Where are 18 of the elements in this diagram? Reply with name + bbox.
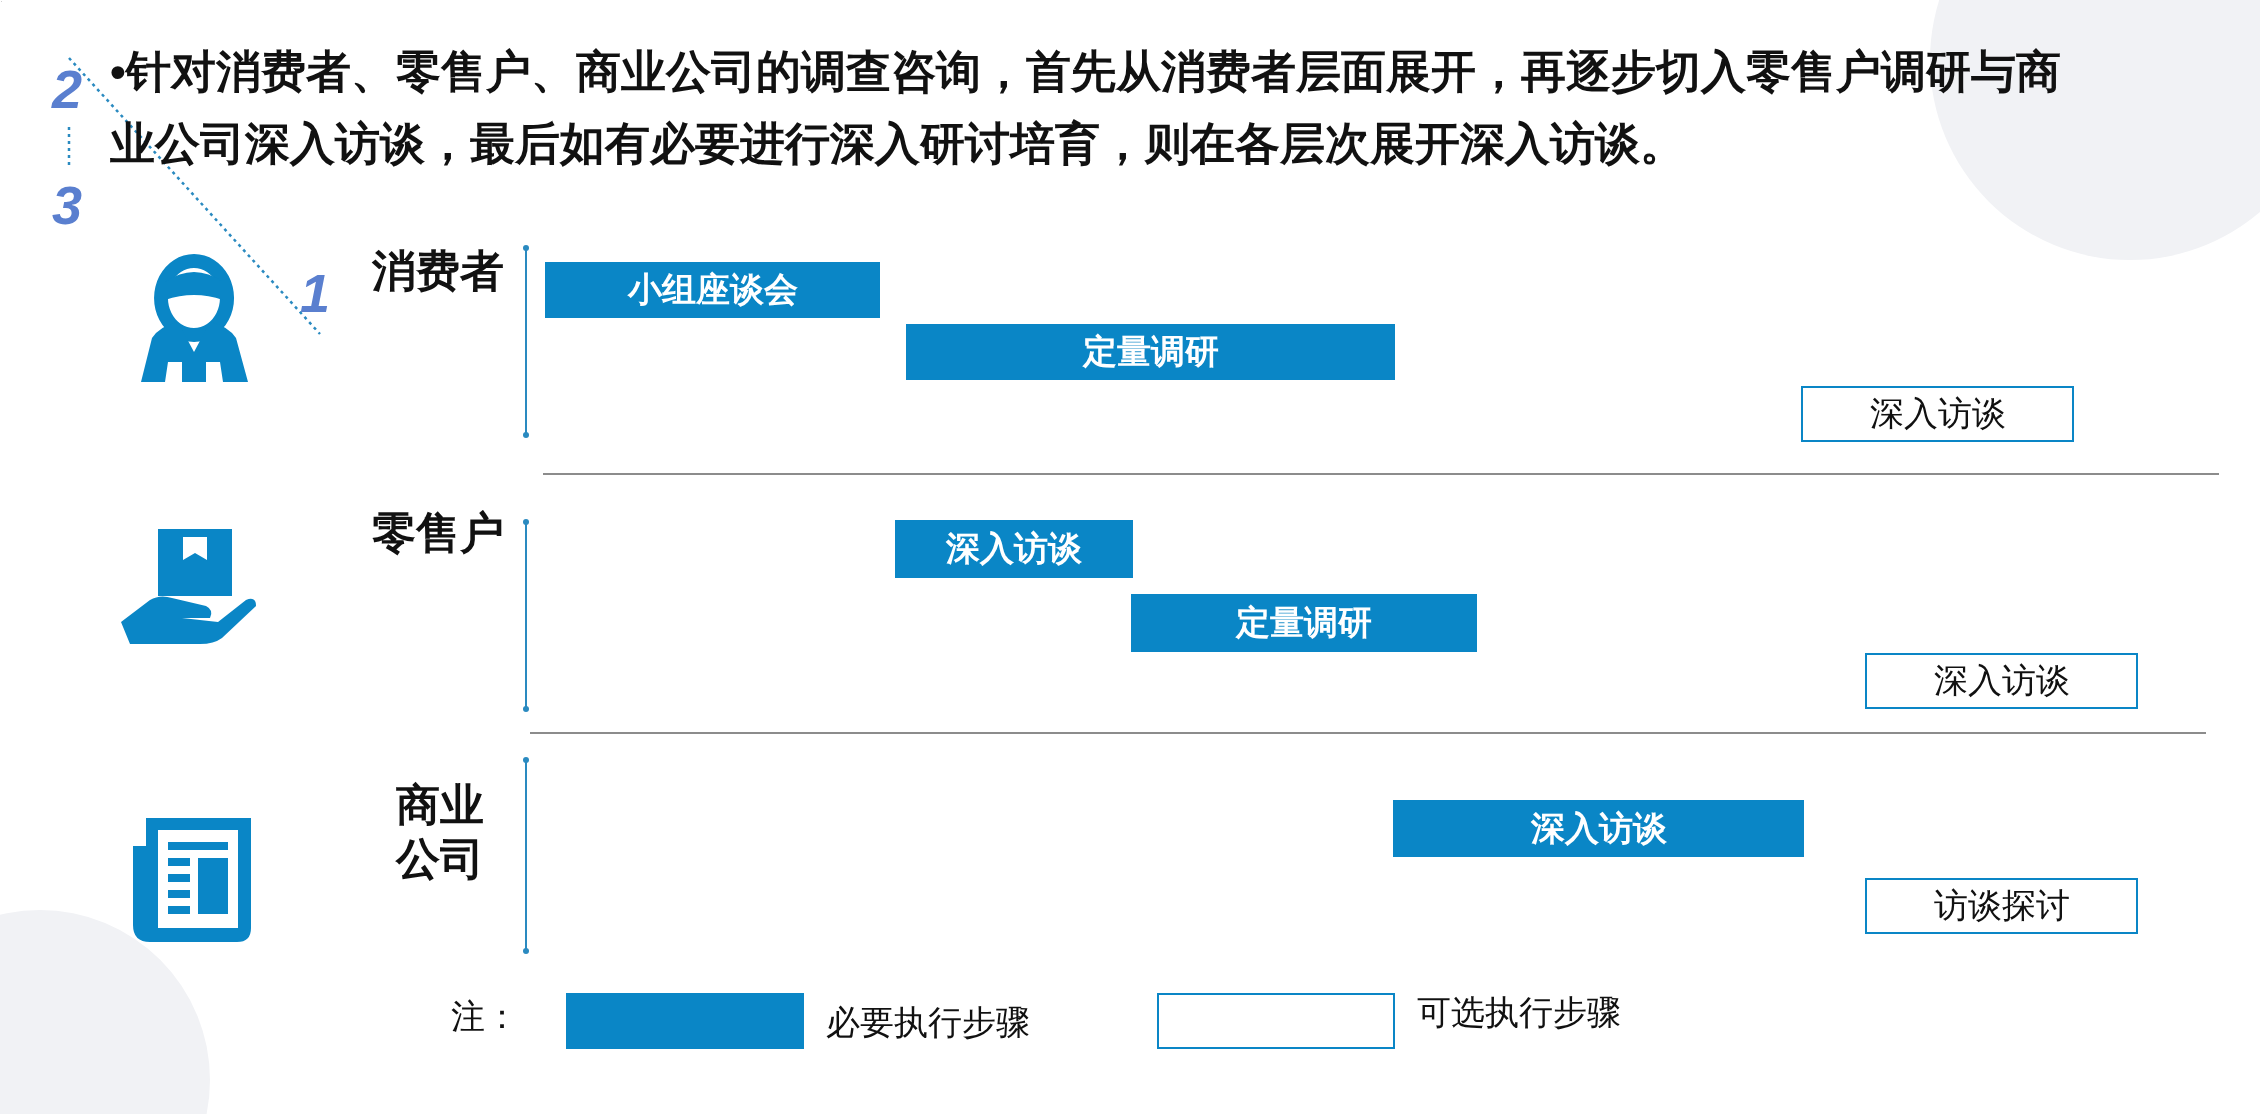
heading: •针对消费者、零售户、商业公司的调查咨询，首先从消费者层面展开，再逐步切入零售户调研与商业公司深入访谈，最后如有必要进行深入研讨培育，则在各层次展开深入访谈。 [110, 45, 2062, 171]
optional-step-bar: 访谈探讨 [1865, 878, 2138, 934]
required-step-bar: 定量调研 [1131, 594, 1477, 652]
callout-number: 3 [52, 178, 83, 232]
optional-step-bar: 深入访谈 [1865, 653, 2138, 709]
required-step-bar: 深入访谈 [895, 520, 1133, 578]
note-label: 注： [451, 996, 519, 1037]
legend-label: 可选执行步骤 [1417, 992, 1621, 1033]
row-label: 零售户 [372, 507, 504, 559]
callout-number: 2 [52, 62, 83, 116]
legend-label: 必要执行步骤 [826, 1002, 1030, 1043]
required-step-bar: 定量调研 [906, 324, 1395, 380]
row-label: 商业公司 [396, 779, 485, 885]
required-step-bar: 小组座谈会 [545, 262, 880, 318]
required-step-bar: 深入访谈 [1393, 800, 1804, 857]
optional-step-bar: 深入访谈 [1801, 386, 2074, 442]
callout-number: 1 [300, 266, 331, 320]
row-label: 消费者 [372, 245, 504, 297]
